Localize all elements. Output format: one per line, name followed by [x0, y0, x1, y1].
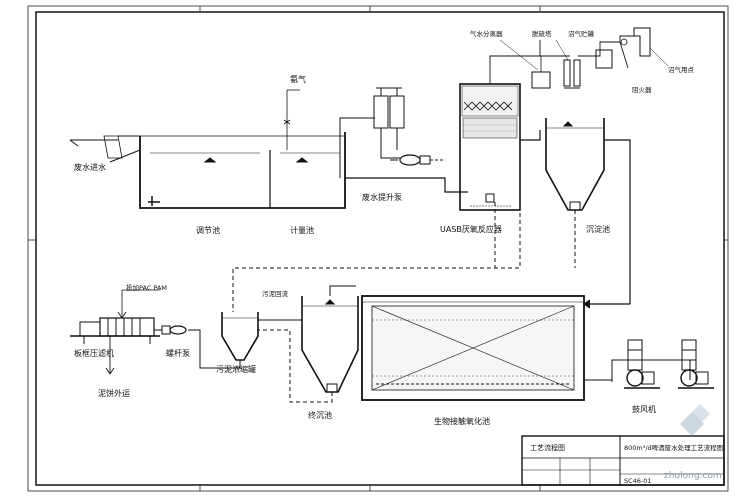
title-block-project: 800m³/d啤酒废水处理工艺流程图 — [624, 443, 723, 452]
label-equalization-tank: 调节池 — [196, 225, 220, 235]
leader-separator — [499, 39, 539, 71]
frame-ticks — [28, 6, 728, 491]
label-gas-holder: 沼气贮罐 — [568, 29, 595, 38]
secondary-clarifier — [301, 296, 359, 393]
flame-arrester — [620, 27, 651, 57]
feed-pump-station — [339, 87, 445, 178]
gas-water-separator — [531, 56, 551, 89]
filter-press — [70, 317, 162, 344]
label-flame-arrester: 阻火器 — [632, 85, 652, 94]
uasb-reactor — [459, 83, 521, 211]
label-sedimentation-tank: 沉淀池 — [586, 224, 610, 234]
title-block-drawing-no: SC46-01 — [624, 477, 652, 485]
label-sludge-thickener: 污泥浓缩罐 — [216, 364, 256, 374]
label-secondary-clarifier: 终沉池 — [308, 410, 332, 420]
outer-frame — [27, 5, 729, 492]
watermark-text: zhulong.com — [664, 471, 722, 481]
blower-2 — [678, 339, 714, 389]
leader-use-point — [649, 47, 669, 67]
label-sludge-return: 污泥回流 — [262, 289, 289, 298]
label-metering-tank: 计量池 — [290, 225, 314, 235]
bio-contact-oxidation-tank — [361, 295, 585, 401]
gas-holder — [595, 49, 613, 69]
inlet-channel — [69, 135, 141, 163]
label-ammonia: 氨气 — [290, 74, 306, 84]
inner-frame — [35, 11, 725, 486]
pac-pam-dosing — [117, 289, 160, 319]
sedimentation-tank — [545, 118, 631, 304]
title-block — [521, 435, 725, 486]
label-screw-pump: 螺杆泵 — [166, 348, 190, 358]
label-blower: 鼓风机 — [632, 404, 656, 414]
title-block-title: 工艺流程图 — [530, 443, 565, 452]
desulfurizer — [563, 59, 581, 89]
pipe-uasb-to-sedimentation — [520, 130, 541, 141]
sludge-return-lines — [232, 202, 576, 312]
label-gas-use-point: 沼气用点 — [668, 65, 695, 74]
label-uasb: UASB厌氧反应器 — [440, 224, 502, 234]
pipe-metering-to-uasb — [345, 177, 468, 193]
leader-desulfurizer — [555, 39, 569, 61]
watermark-logo — [680, 404, 710, 436]
pipe-to-bio-oxidation — [582, 299, 630, 309]
label-pac-pam: 投加PAC PAM — [126, 283, 167, 292]
label-desulfurizer: 脱硫塔 — [532, 29, 552, 38]
label-bio-contact-oxidation: 生物接触氧化池 — [434, 416, 490, 426]
ammonia-dosing-line — [283, 89, 300, 150]
label-sludge-cake-out: 泥饼外运 — [98, 388, 130, 398]
label-gas-water-separator: 气水分离器 — [470, 29, 503, 38]
sludge-line-clarifier — [258, 329, 333, 403]
label-filter-press: 板框压滤机 — [74, 348, 114, 358]
blower-1 — [624, 339, 660, 389]
air-line — [584, 359, 691, 382]
sludge-cake-out-line — [105, 336, 115, 375]
label-raw-inlet: 废水进水 — [74, 162, 106, 172]
label-feed-pump: 废水提升泵 — [362, 192, 402, 202]
effluent-line — [329, 285, 356, 296]
equalization-tank — [139, 132, 346, 209]
